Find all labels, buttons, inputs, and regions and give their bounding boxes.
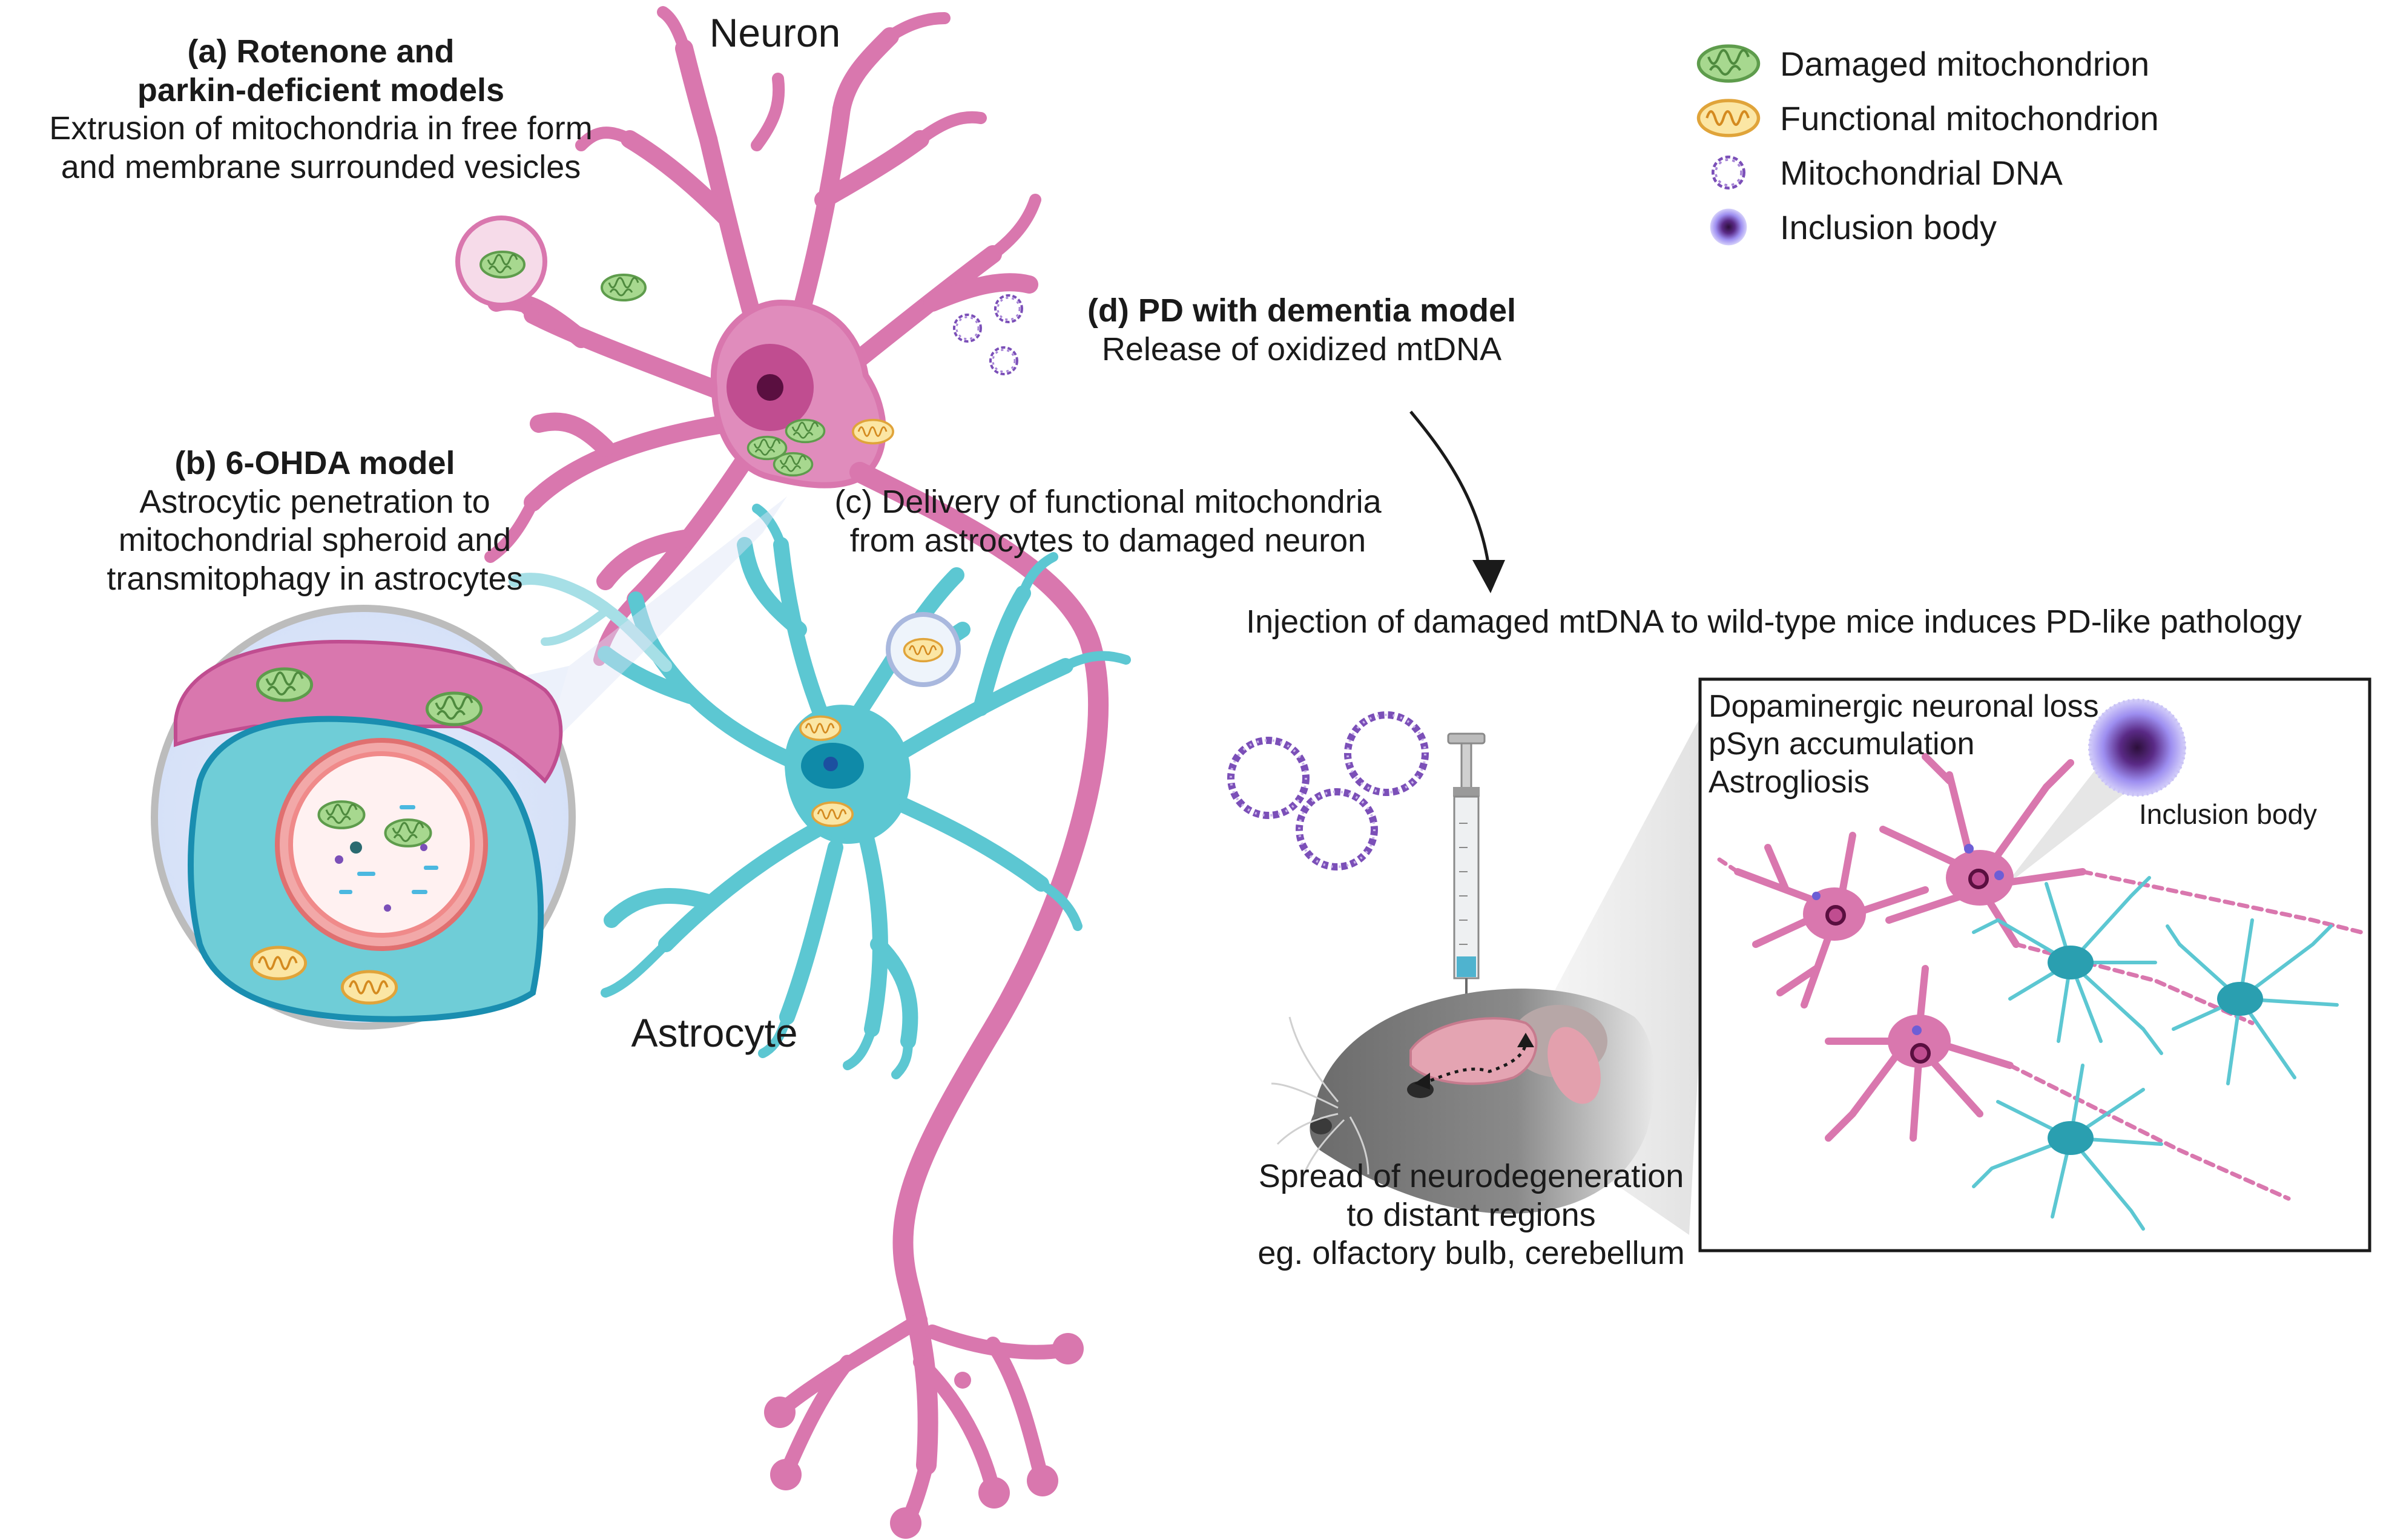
panel-b-desc-line2: mitochondrial spheroid and — [118, 522, 512, 559]
panel-c-line2: from astrocytes to damaged neuron — [849, 522, 1366, 559]
panel-a-text: (a) Rotenone and parkin-deficient models… — [0, 33, 642, 187]
inclusion-body-icon — [1710, 208, 1747, 246]
astrocyte-nucleolus — [823, 757, 838, 771]
damaged-mitochondrion-icon — [1695, 42, 1762, 85]
mtdna-circles — [1227, 711, 1429, 870]
panel-b-text: (b) 6-OHDA model Astrocytic penetration … — [36, 444, 593, 599]
inset-neuron-somas — [1803, 844, 2014, 1068]
functional-mitochondrion-icon — [1695, 97, 1762, 139]
panel-d-text: (d) PD with dementia model Release of ox… — [1041, 292, 1562, 369]
free-damaged-mitochondrion — [601, 274, 647, 301]
functional-mitochondria-vesicle — [886, 612, 961, 687]
inset-line3: Astrogliosis — [1709, 764, 1870, 800]
inset-astrocytes — [1972, 876, 2339, 1231]
released-mtdna — [953, 294, 1023, 375]
legend-item-mtdna: Mitochondrial DNA — [1695, 145, 2159, 200]
syringe — [1447, 732, 1486, 1090]
astrocyte-mitochondrion — [811, 801, 854, 828]
spread-line1: Spread of neurodegeneration — [1258, 1158, 1684, 1194]
inclusion-body-label: Inclusion body — [2138, 798, 2318, 830]
injection-text: Injection of damaged mtDNA to wild-type … — [1246, 604, 2302, 640]
panel-b-title: (b) 6-OHDA model — [174, 445, 455, 481]
panel-a-title-line2: parkin-deficient models — [137, 71, 505, 108]
panel-c-text: (c) Delivery of functional mitochondria … — [787, 483, 1429, 560]
mitochondrial-dna-icon — [1695, 151, 1762, 194]
legend-label: Functional mitochondrion — [1780, 99, 2159, 137]
inset-line1: Dopaminergic neuronal loss — [1709, 689, 2099, 724]
arrow-d-to-injection — [1409, 410, 1505, 593]
legend-item-damaged: Damaged mitochondrion — [1695, 36, 2159, 91]
astrocyte-mitochondrion — [799, 715, 842, 742]
panel-a-desc-line2: and membrane surrounded vesicles — [61, 149, 581, 186]
spread-line2: to distant regions — [1346, 1196, 1596, 1233]
panel-b-desc-line3: transmitophagy in astrocytes — [107, 561, 523, 597]
legend-label: Mitochondrial DNA — [1780, 153, 2063, 192]
neuron-nucleolus — [757, 374, 783, 401]
inset-text: Dopaminergic neuronal loss pSyn accumula… — [1709, 688, 2099, 801]
zoom-inset — [151, 605, 576, 1030]
inclusion-callout-beam — [2004, 763, 2125, 887]
panel-c-line1: (c) Delivery of functional mitochondria — [834, 484, 1382, 520]
legend-item-inclusion: Inclusion body — [1695, 200, 2159, 254]
panel-d-desc: Release of oxidized mtDNA — [1101, 331, 1502, 367]
astrocyte — [509, 504, 1131, 1079]
inclusion-body-zoom-rim — [2088, 699, 2186, 797]
inset-astrocyte-somas — [2048, 946, 2263, 1155]
panel-d-title: (d) PD with dementia model — [1087, 292, 1517, 329]
legend-label: Damaged mitochondrion — [1780, 44, 2150, 83]
neuron-label: Neuron — [709, 10, 841, 55]
spread-line3: eg. olfactory bulb, cerebellum — [1257, 1235, 1685, 1272]
inset-neurons — [1717, 753, 2364, 1201]
mouse-head — [1271, 989, 1655, 1214]
inset-line2: pSyn accumulation — [1709, 726, 1975, 762]
panel-a-desc-line1: Extrusion of mitochondria in free form — [49, 110, 593, 147]
astrocyte-label: Astrocyte — [631, 1010, 798, 1055]
inclusion-body-zoom — [2089, 699, 2186, 796]
legend: Damaged mitochondrion Functional mitocho… — [1695, 36, 2159, 254]
spread-text: Spread of neurodegeneration to distant r… — [1229, 1157, 1713, 1273]
panel-b-desc-line1: Astrocytic penetration to — [139, 483, 490, 520]
zoom-beam — [545, 496, 787, 751]
extruded-vesicle — [455, 216, 547, 308]
pathology-inset — [1698, 677, 2371, 1252]
legend-label: Inclusion body — [1780, 208, 1997, 246]
legend-item-functional: Functional mitochondrion — [1695, 91, 2159, 145]
panel-a-title-line1: (a) Rotenone and — [187, 33, 455, 70]
